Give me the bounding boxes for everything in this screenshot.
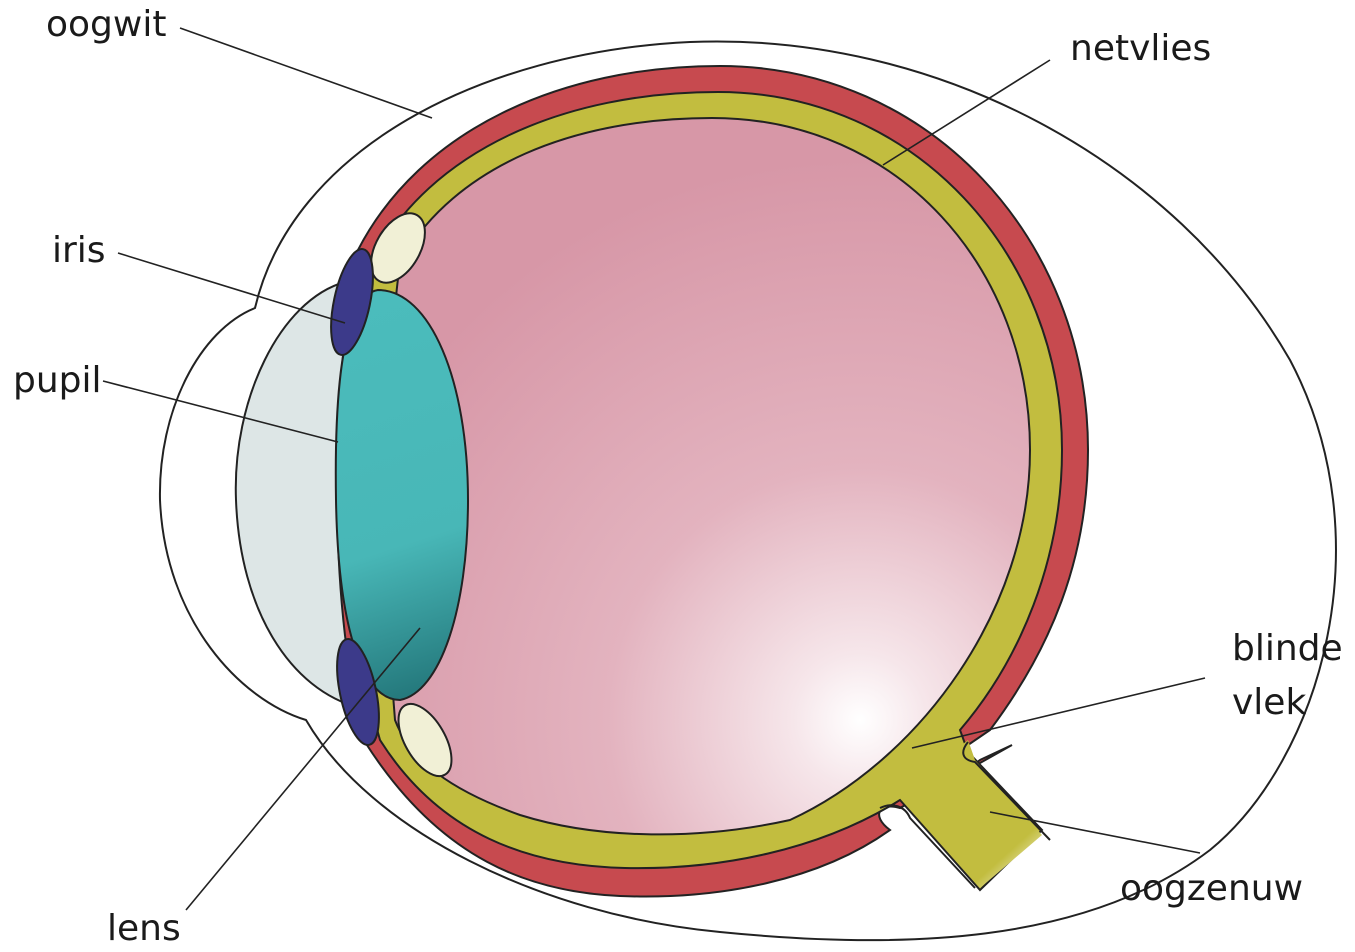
label-oogwit: oogwit [46, 4, 166, 45]
label-oogzenuw: oogzenuw [1120, 868, 1303, 909]
label-iris: iris [52, 230, 106, 271]
leader-oogwit [180, 28, 432, 118]
label-lens: lens [107, 908, 181, 949]
label-pupil: pupil [13, 360, 102, 401]
label-netvlies: netvlies [1070, 28, 1211, 69]
label-blinde: blinde [1232, 628, 1343, 669]
label-vlek: vlek [1232, 682, 1306, 723]
